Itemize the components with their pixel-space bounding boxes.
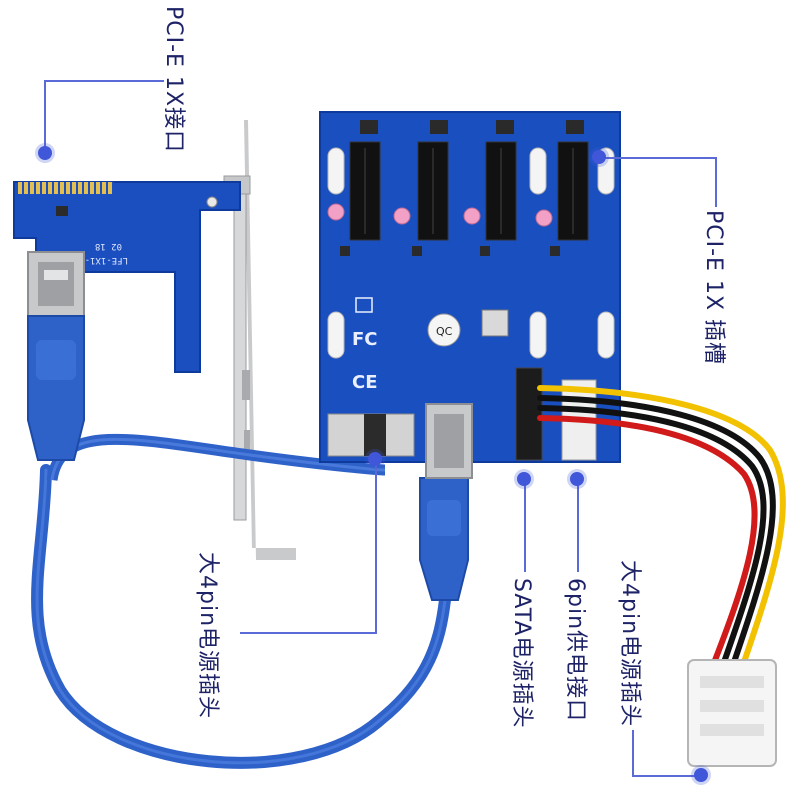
leader-line-big4pin-right-v <box>632 730 634 775</box>
marker-dot-sata <box>517 472 531 486</box>
leader-line-big4pin-left-v <box>375 460 377 632</box>
leader-line-pcie-slot-v <box>715 157 717 207</box>
sata-connector <box>515 367 543 461</box>
leader-line-big4pin-left-h <box>240 632 377 634</box>
label-6pin-power-port: 6pin供电接口 <box>563 578 588 723</box>
marker-dot-6pin <box>570 472 584 486</box>
pcie-x1-card: LFE-1X1-V3 02 18 <box>13 181 241 373</box>
card-model-text: LFE-1X1-V3 <box>74 255 128 265</box>
gold-fingers <box>18 182 114 194</box>
board-molex-connector <box>327 413 415 457</box>
leader-line-sata-v <box>524 480 526 572</box>
leader-line-big4pin-right-h <box>632 775 702 777</box>
label-big4pin-plug-left: 大4pin电源插头 <box>195 552 220 720</box>
marker-dot-pcie-slot <box>592 150 606 164</box>
leader-line-pcie-interface-v <box>44 80 46 152</box>
power-cable <box>537 385 786 671</box>
leader-line-pcie-interface-h <box>44 80 164 82</box>
fc-mark: FC <box>352 329 378 350</box>
ce-mark: CE <box>352 372 378 393</box>
leader-line-pcie-slot-h <box>600 157 715 159</box>
card-date-text: 02 18 <box>95 241 122 251</box>
usb-port-board <box>425 403 473 479</box>
svg-text:QC: QC <box>436 325 453 338</box>
marker-dot-pcie-interface <box>38 146 52 160</box>
label-pcie-1x-interface: PCI-E 1X接口 <box>161 6 186 154</box>
marker-dot-big4pin-left <box>368 452 382 466</box>
usb-port-left <box>27 251 85 317</box>
molex-plug <box>687 659 777 767</box>
usb-cable <box>27 315 469 769</box>
label-sata-power-plug: SATA电源插头 <box>509 578 534 729</box>
label-pcie-1x-slot: PCI-E 1X 插槽 <box>701 210 726 366</box>
leader-line-6pin-v <box>577 480 579 572</box>
label-big4pin-plug-right: 大4pin电源插头 <box>617 560 642 728</box>
expansion-board: FC CE QC <box>319 111 621 479</box>
marker-dot-big4pin-right <box>694 768 708 782</box>
pcie-x1-slots <box>349 141 589 241</box>
qc-sticker: QC <box>427 313 461 347</box>
